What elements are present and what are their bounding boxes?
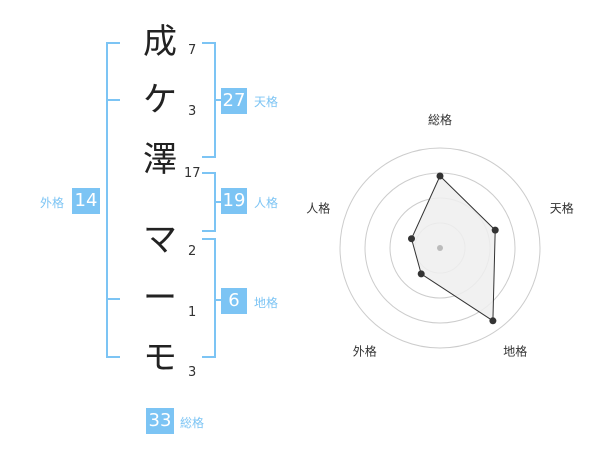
soukaku-label: 総格: [180, 416, 205, 430]
stroke-count-5: 1: [188, 305, 197, 320]
name-character-4: マ: [143, 220, 177, 260]
chikaku-bracket: [202, 238, 216, 358]
tenkaku-score-badge: 27: [221, 88, 247, 114]
radar-point-4: [417, 270, 425, 278]
name-character-2: ケ: [143, 80, 177, 120]
gaikaku-score-badge: 14: [72, 188, 100, 214]
chikaku-label: 地格: [254, 296, 279, 310]
chikaku-score-badge: 6: [221, 288, 247, 314]
radar-point-3: [489, 317, 497, 325]
radar-axis-label: 地格: [503, 344, 527, 359]
gaikaku-bracket: [106, 42, 120, 358]
name-character-3: 澤: [143, 140, 177, 180]
radar-axis-label: 天格: [550, 200, 574, 215]
jinkaku-bracket-connector: [214, 201, 222, 203]
radar-axis-label: 外格: [353, 344, 377, 359]
stroke-count-4: 2: [188, 244, 197, 259]
stroke-count-1: 7: [188, 43, 197, 58]
tenkaku-bracket-connector: [214, 99, 222, 101]
soukaku-score-badge: 33: [146, 408, 174, 434]
gaikaku-bracket-tick: [106, 99, 120, 101]
stroke-count-3: 17: [184, 166, 201, 181]
radar-point-2: [491, 226, 499, 234]
radar-axis-label: 人格: [306, 200, 330, 215]
radar-ring: [339, 147, 541, 349]
gaikaku-bracket-tick: [106, 298, 120, 300]
jinkaku-label: 人格: [254, 196, 279, 210]
radar-point-1: [436, 172, 444, 180]
chikaku-bracket-connector: [214, 299, 222, 301]
stroke-count-6: 3: [188, 365, 197, 380]
radar-center-dot: [437, 245, 443, 251]
radar-point-5: [408, 235, 415, 243]
stroke-count-2: 3: [188, 104, 197, 119]
name-character-5: ー: [143, 278, 177, 318]
radar-polygon: [410, 175, 496, 322]
name-character-6: モ: [143, 338, 177, 378]
gaikaku-label: 外格: [40, 196, 65, 210]
tenkaku-label: 天格: [254, 95, 279, 109]
jinkaku-score-badge: 19: [221, 188, 247, 214]
name-character-1: 成: [143, 22, 177, 62]
radar-axis-label: 総格: [428, 112, 452, 127]
